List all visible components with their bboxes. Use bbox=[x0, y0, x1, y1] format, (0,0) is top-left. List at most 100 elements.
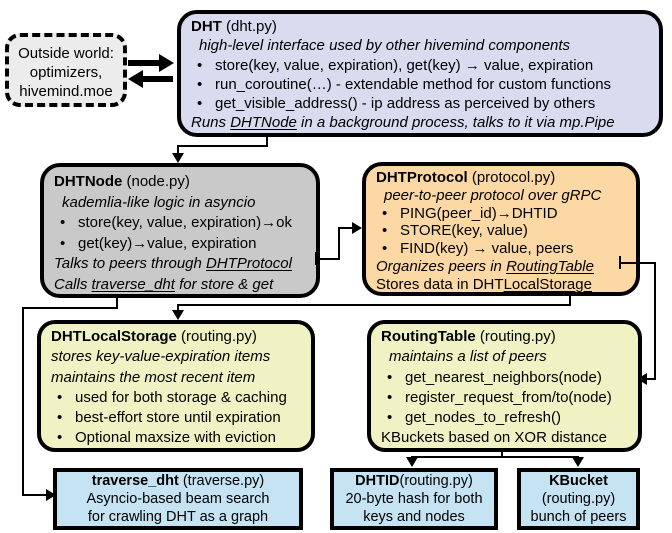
dhtprotocol-bullet: PING(peer_id)→DHTID bbox=[372, 205, 630, 223]
dhtnode-to-dhtprotocol-connector bbox=[338, 227, 353, 229]
arrow-right-icon bbox=[159, 54, 174, 72]
dhtprotocol-to-localstorage-connector bbox=[177, 304, 571, 306]
dhtprotocol-subtitle: peer-to-peer protocol over gRPC bbox=[384, 186, 602, 204]
dhtlocalstorage-title: DHTLocalStorage bbox=[51, 328, 177, 345]
dhtnode-to-traverse-connector bbox=[22, 307, 24, 496]
dhtnode-talks-text: Talks to peers through bbox=[54, 255, 207, 272]
traverse-dht-line: for crawling DHT as a graph bbox=[87, 508, 269, 525]
routingtable-box: RoutingTable (routing.py) maintains a li… bbox=[367, 320, 642, 452]
dht-to-dhtnode-connector bbox=[177, 145, 268, 147]
dhtid-title: DHTID bbox=[355, 473, 400, 489]
dht-footer-text: in a background process, talks to it via… bbox=[296, 114, 615, 132]
dhtprotocol-to-localstorage-connector bbox=[177, 304, 179, 312]
arrow-down-icon bbox=[172, 153, 184, 163]
dhtprotocol-stores-text: Stores data in DHT bbox=[376, 275, 504, 293]
routingtable-title: RoutingTable bbox=[381, 328, 476, 345]
dht-to-dhtnode-connector bbox=[177, 145, 179, 154]
outside-world-box: Outside world: optimizers, hivemind.moe bbox=[5, 33, 127, 107]
traverse-dht-line: Asyncio-based beam search bbox=[86, 490, 270, 507]
dhtprotocol-organizes-text: Organizes peers in bbox=[376, 257, 507, 275]
dhtprotocol-title: DHTProtocol bbox=[376, 169, 468, 186]
dhtprotocol-reference: DHTProtocol bbox=[206, 255, 292, 272]
dht-box: DHT (dht.py) high-level interface used b… bbox=[177, 10, 663, 137]
dhtnode-bullet: store(key, value, expiration)→ok bbox=[50, 213, 310, 234]
dhtid-filename: (routing.py) bbox=[399, 473, 473, 489]
arrow-down-icon bbox=[572, 457, 584, 467]
traverse-dht-reference: traverse_dht bbox=[91, 275, 175, 293]
dhtnode-calls-line: Calls traverse_dht for store & get bbox=[50, 275, 310, 296]
dhtnode-bullet: get(key)→value, expiration bbox=[50, 234, 310, 255]
dhtnode-to-traverse-connector bbox=[116, 298, 118, 309]
arrow-down-icon bbox=[172, 310, 184, 320]
dhtnode-calls-text: for store & get bbox=[174, 275, 274, 293]
dhtid-line: 20-byte hash for both bbox=[345, 490, 483, 507]
outside-world-line: hivemind.moe bbox=[19, 83, 113, 100]
dhtprotocol-stores-line: Stores data in DHTLocalStorage bbox=[372, 276, 630, 294]
dht-title: DHT bbox=[191, 18, 222, 35]
dhtprotocol-to-localstorage-connector bbox=[569, 292, 571, 306]
dhtprotocol-box: DHTProtocol (protocol.py) peer-to-peer p… bbox=[362, 162, 640, 296]
dhtprotocol-to-routingtable-connector bbox=[654, 262, 656, 380]
dhtprotocol-to-routingtable-connector bbox=[647, 378, 656, 380]
dht-subtitle: high-level interface used by other hivem… bbox=[199, 37, 571, 55]
dhtlocalstorage-filename: (routing.py) bbox=[176, 328, 257, 345]
routingtable-to-children-connector bbox=[501, 452, 503, 458]
arrow-down-icon bbox=[406, 457, 418, 467]
kbucket-filename: (routing.py) bbox=[541, 490, 616, 507]
dhtnode-subtitle: kademlia-like logic in asyncio bbox=[62, 193, 256, 211]
dhtnode-reference: DHTNode bbox=[230, 114, 297, 132]
kbucket-line: bunch of peers bbox=[530, 508, 627, 525]
dhtlocalstorage-bullet: best-effort store until expiration bbox=[47, 408, 305, 429]
outside-world-line: Outside world: bbox=[18, 45, 114, 62]
dhtlocalstorage-box: DHTLocalStorage (routing.py) stores key-… bbox=[37, 320, 315, 452]
dhtprotocol-filename: (protocol.py) bbox=[467, 169, 556, 186]
dht-to-outside-arrow-shaft bbox=[142, 76, 173, 82]
traverse-dht-box: traverse_dht (traverse.py) Asyncio-based… bbox=[53, 468, 303, 530]
dhtlocalstorage-bullet: used for both storage & caching bbox=[47, 388, 305, 409]
routingtable-subtitle: maintains a list of peers bbox=[389, 348, 547, 366]
traverse-dht-filename: (traverse.py) bbox=[178, 473, 265, 489]
arrow-left-icon bbox=[637, 373, 647, 385]
dhtprotocol-organizes-line: Organizes peers in RoutingTable bbox=[372, 258, 630, 276]
arrow-left-icon bbox=[128, 70, 143, 88]
dhtnode-to-dhtprotocol-connector bbox=[338, 227, 340, 260]
kbucket-title: KBucket bbox=[549, 473, 608, 489]
routingtable-reference: RoutingTable bbox=[506, 257, 594, 275]
routingtable-filename: (routing.py) bbox=[475, 328, 556, 345]
dhtlocalstorage-subtitle: stores key-value-expiration items bbox=[51, 348, 271, 366]
routingtable-to-children-connector bbox=[411, 456, 579, 458]
dhtlocalstorage-reference: LocalStorage bbox=[503, 275, 592, 293]
routingtable-bullet: register_request_from/to(node) bbox=[377, 388, 632, 409]
dhtlocalstorage-bullet: Optional maxsize with eviction bbox=[47, 428, 305, 449]
dhtnode-box: DHTNode (node.py) kademlia-like logic in… bbox=[40, 163, 320, 298]
dhtnode-to-dhtprotocol-connector bbox=[315, 258, 340, 260]
kbucket-box: KBucket (routing.py) bunch of peers bbox=[517, 468, 640, 530]
dhtnode-to-traverse-connector bbox=[22, 494, 47, 496]
dht-footer-text: Runs bbox=[191, 114, 231, 132]
dht-footer: Runs DHTNode in a background process, ta… bbox=[187, 113, 653, 132]
dhtnode-calls-text: Calls bbox=[54, 275, 92, 293]
dhtprotocol-bullet: FIND(key) → value, peers bbox=[372, 240, 630, 258]
dhtnode-filename: (node.py) bbox=[122, 173, 190, 190]
routingtable-bullet: get_nearest_neighbors(node) bbox=[377, 368, 632, 389]
dht-filename: (dht.py) bbox=[221, 18, 277, 35]
dhtlocalstorage-subtitle: maintains the most recent item bbox=[51, 368, 256, 386]
dht-bullet: get_visible_address() - ip address as pe… bbox=[187, 94, 653, 114]
dhtid-box: DHTID(routing.py) 20-byte hash for both … bbox=[330, 468, 498, 530]
dhtnode-to-traverse-connector bbox=[22, 307, 118, 309]
arrow-right-icon bbox=[46, 489, 56, 501]
dhtprotocol-bullet: STORE(key, value) bbox=[372, 222, 630, 240]
dht-to-dhtnode-connector bbox=[266, 136, 268, 147]
dhtnode-title: DHTNode bbox=[54, 173, 123, 190]
routingtable-bullet: get_nodes_to_refresh() bbox=[377, 408, 632, 429]
outside-world-line: optimizers, bbox=[29, 64, 103, 81]
dht-bullet: store(key, value, expiration), get(key) … bbox=[187, 56, 653, 76]
dht-bullet: run_coroutine(…) - extendable method for… bbox=[187, 75, 653, 95]
routingtable-footer: KBuckets based on XOR distance bbox=[381, 429, 607, 447]
traverse-dht-title: traverse_dht bbox=[91, 473, 179, 489]
arrow-right-icon bbox=[352, 222, 362, 234]
dhtid-line: keys and nodes bbox=[363, 508, 465, 525]
dhtnode-talks-line: Talks to peers through DHTProtocol bbox=[50, 254, 310, 275]
dhtprotocol-to-routingtable-connector bbox=[619, 262, 656, 264]
